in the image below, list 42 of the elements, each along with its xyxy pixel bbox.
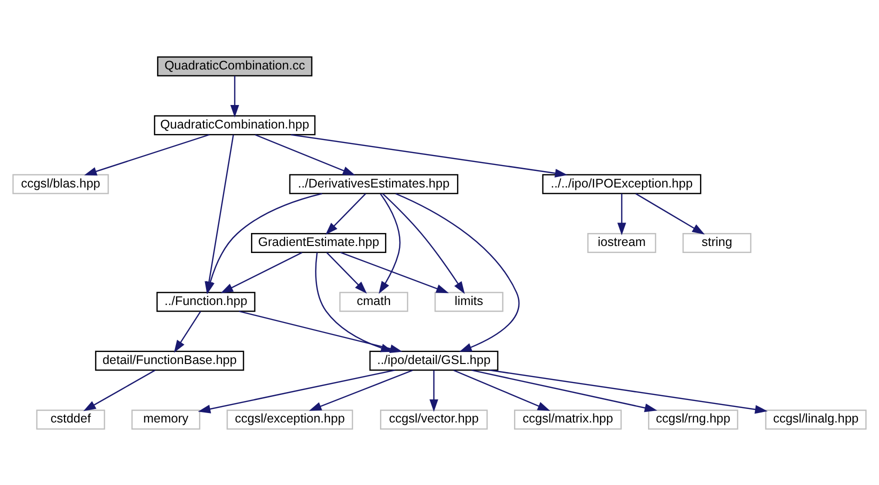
arrow bbox=[326, 252, 367, 294]
arrow bbox=[206, 192, 322, 294]
arrow bbox=[198, 369, 396, 413]
node-box: iostream bbox=[587, 232, 656, 253]
node-box: memory bbox=[131, 409, 200, 430]
arrow bbox=[325, 192, 366, 234]
node-box: QuadraticCombination.cc bbox=[157, 56, 312, 76]
arrow bbox=[378, 193, 401, 294]
node-box: ccgsl/blas.hpp bbox=[12, 174, 109, 194]
node-box: ccgsl/exception.hpp bbox=[226, 409, 354, 430]
node-box: QuadraticCombination.hpp bbox=[154, 114, 316, 135]
arrow bbox=[382, 192, 465, 294]
arrow bbox=[290, 134, 568, 178]
arrow bbox=[453, 369, 550, 410]
node-box: detail/FunctionBase.hpp bbox=[95, 350, 244, 370]
node-box: cmath bbox=[339, 291, 408, 312]
node-box: ccgsl/linalg.hpp bbox=[765, 409, 867, 430]
node-box: ../Function.hpp bbox=[156, 291, 256, 312]
arrow bbox=[230, 75, 240, 118]
arrow bbox=[308, 369, 413, 410]
arrow bbox=[395, 192, 520, 352]
arrow bbox=[174, 310, 202, 352]
arrow bbox=[83, 369, 156, 411]
arrow bbox=[255, 134, 356, 175]
arrow bbox=[340, 251, 449, 293]
node-box: cstddef bbox=[36, 409, 106, 430]
node-box: ccgsl/rng.hpp bbox=[648, 409, 738, 430]
arrow bbox=[635, 192, 705, 234]
arrow bbox=[429, 370, 438, 412]
arrow bbox=[471, 369, 658, 412]
node-box: string bbox=[682, 232, 752, 253]
node-box: limits bbox=[434, 291, 504, 312]
node-box: ../ipo/detail/GSL.hpp bbox=[369, 350, 498, 370]
arrow bbox=[489, 369, 768, 414]
node-box: GradientEstimate.hpp bbox=[251, 232, 386, 253]
node-box: ../DerivativesEstimates.hpp bbox=[289, 174, 458, 194]
node-box: ccgsl/matrix.hpp bbox=[514, 409, 622, 430]
node-box: ccgsl/vector.hpp bbox=[380, 409, 488, 430]
arrow bbox=[617, 193, 626, 235]
arrow bbox=[84, 134, 210, 176]
arrow bbox=[220, 252, 302, 293]
node-box: ../../ipo/IPOException.hpp bbox=[542, 174, 702, 194]
